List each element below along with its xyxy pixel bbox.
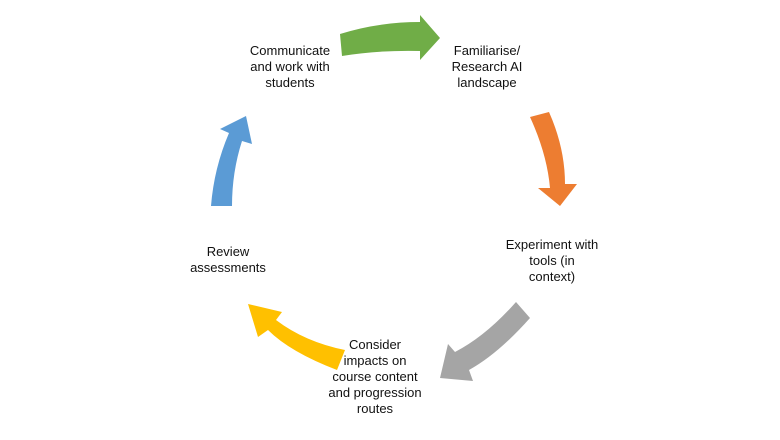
step-label-communicate: Communicate and work with students — [210, 43, 370, 91]
arrow-review-to-communicate — [211, 116, 252, 206]
step-label-consider: Consider impacts on course content and p… — [295, 337, 455, 417]
arrow-experiment-to-consider — [440, 302, 530, 381]
step-label-review: Review assessments — [148, 244, 308, 276]
step-line: and progression — [328, 385, 422, 400]
step-line: course content — [332, 369, 418, 384]
step-line: and work with — [250, 59, 330, 74]
step-line: Experiment with — [505, 237, 599, 252]
arrow-familiarise-to-experiment — [530, 112, 577, 206]
step-line: Review — [206, 244, 250, 259]
step-label-experiment: Experiment with tools (in context) — [472, 237, 632, 285]
step-line: routes — [356, 401, 394, 416]
step-line: impacts on — [343, 353, 407, 368]
step-line: context) — [528, 269, 576, 284]
step-label-familiarise: Familiarise/ Research AI landscape — [407, 43, 567, 91]
step-line: Consider — [348, 337, 402, 352]
arrow-consider-to-review — [248, 304, 345, 370]
step-line: landscape — [457, 75, 517, 90]
step-line: tools (in — [529, 253, 575, 268]
step-line: Communicate — [249, 43, 331, 58]
arrow-communicate-to-familiarise — [340, 15, 440, 60]
step-line: students — [265, 75, 315, 90]
step-line: Research AI — [451, 59, 523, 74]
step-line: Familiarise/ — [453, 43, 521, 58]
step-line: assessments — [190, 260, 266, 275]
